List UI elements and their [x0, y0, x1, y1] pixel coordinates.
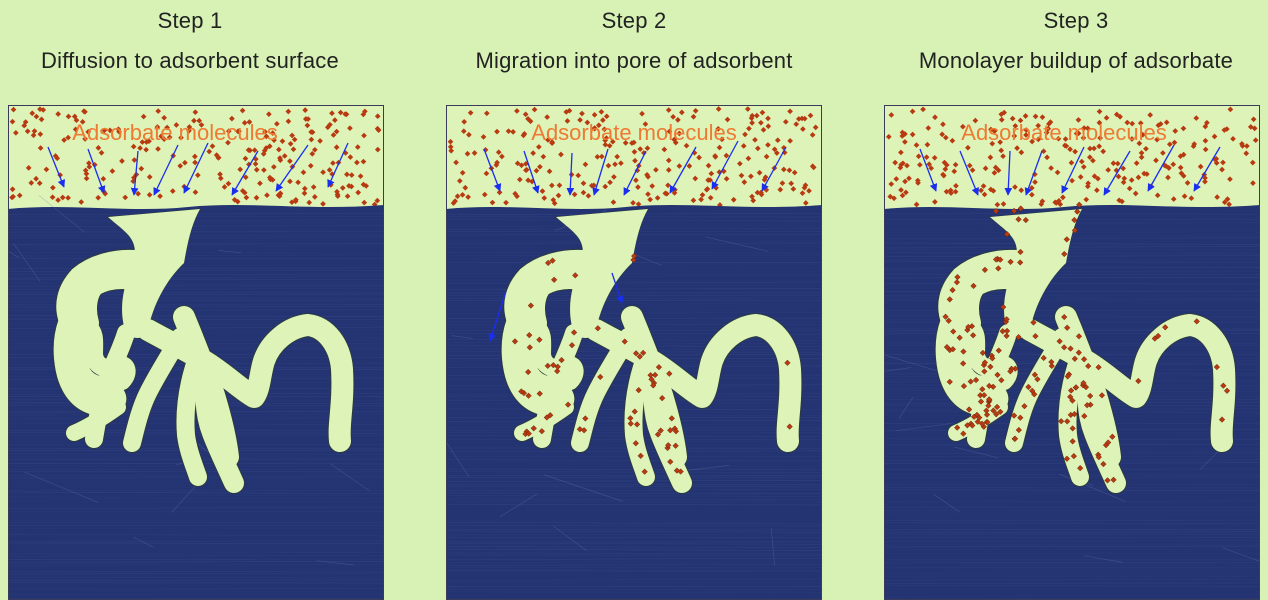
diagram-step-1: Adsorbate molecules [8, 105, 384, 600]
step-1-description: Diffusion to adsorbent surface [0, 48, 380, 74]
adsorbate-label: Adsorbate molecules [72, 120, 277, 145]
adsorbate-label: Adsorbate molecules [961, 120, 1166, 145]
step-3-description: Monolayer buildup of adsorbate [886, 48, 1266, 74]
panel-step-2: Adsorbate molecules [446, 105, 822, 600]
diagram-step-2: Adsorbate molecules [446, 105, 822, 600]
diagram-step-3: Adsorbate molecules [884, 105, 1260, 600]
panel-step-1: Adsorbate molecules [8, 105, 384, 600]
step-1-title: Step 1 [0, 8, 380, 34]
adsorbate-label: Adsorbate molecules [531, 120, 736, 145]
step-2-title: Step 2 [444, 8, 824, 34]
step-2-description: Migration into pore of adsorbent [444, 48, 824, 74]
step-3-title: Step 3 [886, 8, 1266, 34]
panel-step-3: Adsorbate molecules [884, 105, 1260, 600]
